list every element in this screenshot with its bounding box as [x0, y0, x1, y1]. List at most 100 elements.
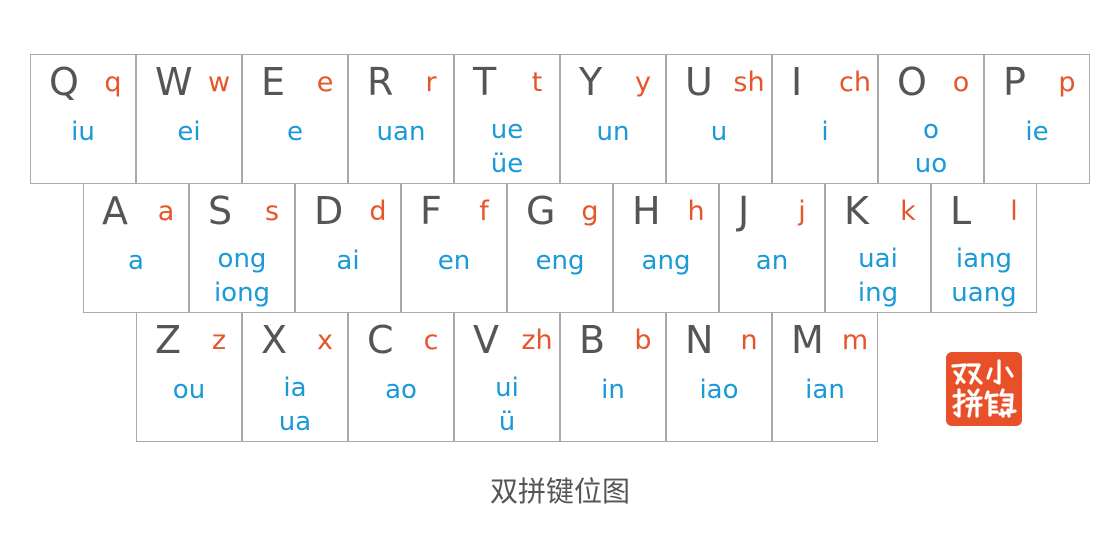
- key-initial: m: [841, 325, 869, 356]
- key-initial: r: [425, 67, 437, 98]
- key-letter: I: [791, 60, 803, 104]
- key-finals: ai: [296, 244, 400, 278]
- key-finals: ei: [137, 115, 241, 149]
- key-letter: S: [208, 189, 233, 233]
- key-initial: d: [369, 196, 387, 227]
- key-initial: a: [157, 196, 175, 227]
- key-final: u: [710, 117, 728, 147]
- key-final: iang: [955, 244, 1013, 274]
- key-letter: G: [526, 189, 556, 233]
- key-final: iong: [213, 278, 271, 308]
- key-final: ü: [498, 407, 516, 437]
- key-final: ua: [278, 407, 312, 437]
- key-final: un: [596, 117, 630, 147]
- key-initial: zh: [521, 325, 553, 356]
- key-finals: uan: [349, 115, 453, 149]
- key-initial: w: [207, 67, 231, 98]
- key-initial: j: [798, 196, 806, 227]
- key-final: ing: [857, 278, 899, 308]
- key-finals: eng: [508, 244, 612, 278]
- key-letter: O: [897, 60, 927, 104]
- key-final: uan: [376, 117, 426, 147]
- key-initial: sh: [733, 67, 765, 98]
- key-final: i: [821, 117, 829, 147]
- key-letter: K: [844, 189, 869, 233]
- key-letter: J: [738, 189, 750, 233]
- key-initial: ch: [839, 67, 871, 98]
- key-letter: R: [367, 60, 394, 104]
- key-finals: ui ü: [455, 371, 559, 439]
- key-initial: s: [264, 196, 280, 227]
- key-finals: an: [720, 244, 824, 278]
- key-initial: n: [740, 325, 758, 356]
- key-initial: z: [211, 325, 227, 356]
- key-letter: V: [473, 318, 499, 362]
- key-letter: Y: [579, 60, 603, 104]
- key-letter: U: [685, 60, 713, 104]
- key-initial: x: [317, 325, 333, 356]
- key-letter: B: [579, 318, 606, 362]
- key-finals: iao: [667, 373, 771, 407]
- key-final: ai: [336, 246, 360, 276]
- key-initial: t: [531, 67, 543, 98]
- key-letter: D: [314, 189, 344, 233]
- key-final: ou: [172, 375, 206, 405]
- key-letter: T: [473, 60, 497, 104]
- diagram-caption: 双拼键位图: [489, 475, 630, 508]
- key-final: ei: [177, 117, 201, 147]
- key-letter: M: [791, 318, 824, 362]
- key-letter: H: [632, 189, 661, 233]
- key-initial: k: [900, 196, 916, 227]
- seal-glyphs: [951, 359, 1017, 418]
- key-finals: en: [402, 244, 506, 278]
- key-final: uang: [951, 278, 1017, 308]
- key-finals: uai ing: [826, 242, 930, 310]
- xiaohe-seal-logo: [946, 352, 1022, 426]
- key-letter: A: [102, 189, 128, 233]
- key-letter: L: [950, 189, 972, 233]
- key-initial: b: [634, 325, 652, 356]
- key-final: ong: [217, 244, 267, 274]
- key-letter: N: [685, 318, 714, 362]
- key-finals: ang: [614, 244, 718, 278]
- key-letter: C: [367, 318, 394, 362]
- key-final: uai: [858, 244, 898, 274]
- key-finals: u: [667, 115, 771, 149]
- key-finals: iu: [31, 115, 135, 149]
- key-initial: f: [479, 196, 489, 227]
- key-final: ie: [1025, 117, 1049, 147]
- key-final: ui: [495, 373, 519, 403]
- key-final: uo: [914, 149, 948, 179]
- key-final: eng: [535, 246, 585, 276]
- key-finals: a: [84, 244, 188, 278]
- key-letter: Z: [155, 318, 182, 362]
- key-final: an: [755, 246, 789, 276]
- key-final: in: [601, 375, 625, 405]
- key-initial: c: [423, 325, 439, 356]
- key-final: ian: [805, 375, 845, 405]
- key-letter: P: [1003, 60, 1026, 104]
